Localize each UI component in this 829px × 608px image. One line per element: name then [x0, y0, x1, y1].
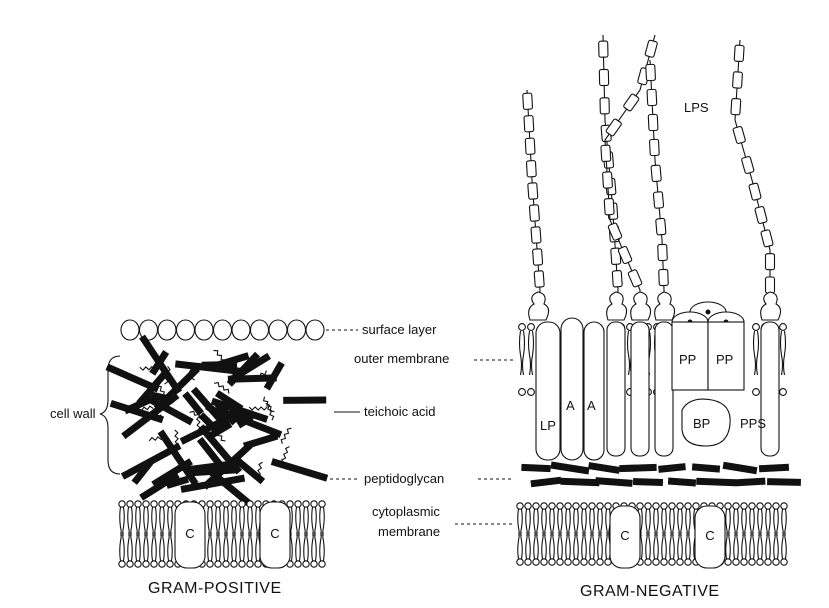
gram-negative-title: GRAM-NEGATIVE [580, 583, 720, 600]
cell-wall-label: cell wall [50, 406, 96, 421]
cytoplasmic-membrane-label-line1: cytoplasmic [372, 504, 440, 519]
surface-layer-label: surface layer [362, 322, 437, 337]
protein-label-bp: BP [693, 416, 710, 431]
lipoprotein-and-a-proteins: LP A A [535, 317, 605, 461]
protein-label-pp: PP [716, 352, 733, 367]
lps-label: LPS [684, 100, 709, 115]
cytoplasmic-membrane-gram-negative [516, 502, 788, 566]
lps-chains [522, 34, 782, 321]
gram-positive-panel: C C GRAM-POSITIVE [99, 319, 329, 597]
teichoic-acid-squiggles [135, 349, 292, 481]
teichoic-acid-label: teichoic acid [364, 404, 436, 419]
cytoplasmic-membrane-gram-positive [118, 500, 326, 568]
membrane-protein-c-gram-negative: C C [609, 505, 726, 569]
gram-positive-title: GRAM-POSITIVE [148, 580, 282, 597]
periplasmic-proteins: BP PPS [681, 398, 766, 447]
protein-label-c: C [185, 526, 194, 541]
protein-label-a: A [566, 398, 575, 413]
porin-proteins-pp: PP PP [671, 301, 745, 391]
center-labels: surface layer outer membrane cell wall t… [50, 322, 515, 539]
cytoplasmic-membrane-label-line2: membrane [378, 524, 440, 539]
peptidoglycan-bars-gram-positive [105, 334, 329, 507]
protein-label-c: C [270, 526, 279, 541]
protein-label-c: C [705, 528, 714, 543]
protein-label-pps: PPS [740, 416, 766, 431]
outer-membrane-bilayer [518, 321, 787, 457]
membrane-protein-c-gram-positive: C C [174, 501, 291, 569]
cell-wall-bracket [99, 355, 121, 475]
gram-negative-panel: LPS LP A A PP PP [516, 34, 801, 600]
peptidoglycan-bars-gram-negative [521, 461, 801, 488]
protein-label-a: A [587, 398, 596, 413]
outer-membrane-label: outer membrane [354, 351, 449, 366]
peptidoglycan-label: peptidoglycan [364, 471, 444, 486]
protein-label-lp: LP [540, 418, 556, 433]
protein-label-c: C [620, 528, 629, 543]
protein-label-pp: PP [679, 352, 696, 367]
surface-layer-shapes [120, 319, 325, 341]
